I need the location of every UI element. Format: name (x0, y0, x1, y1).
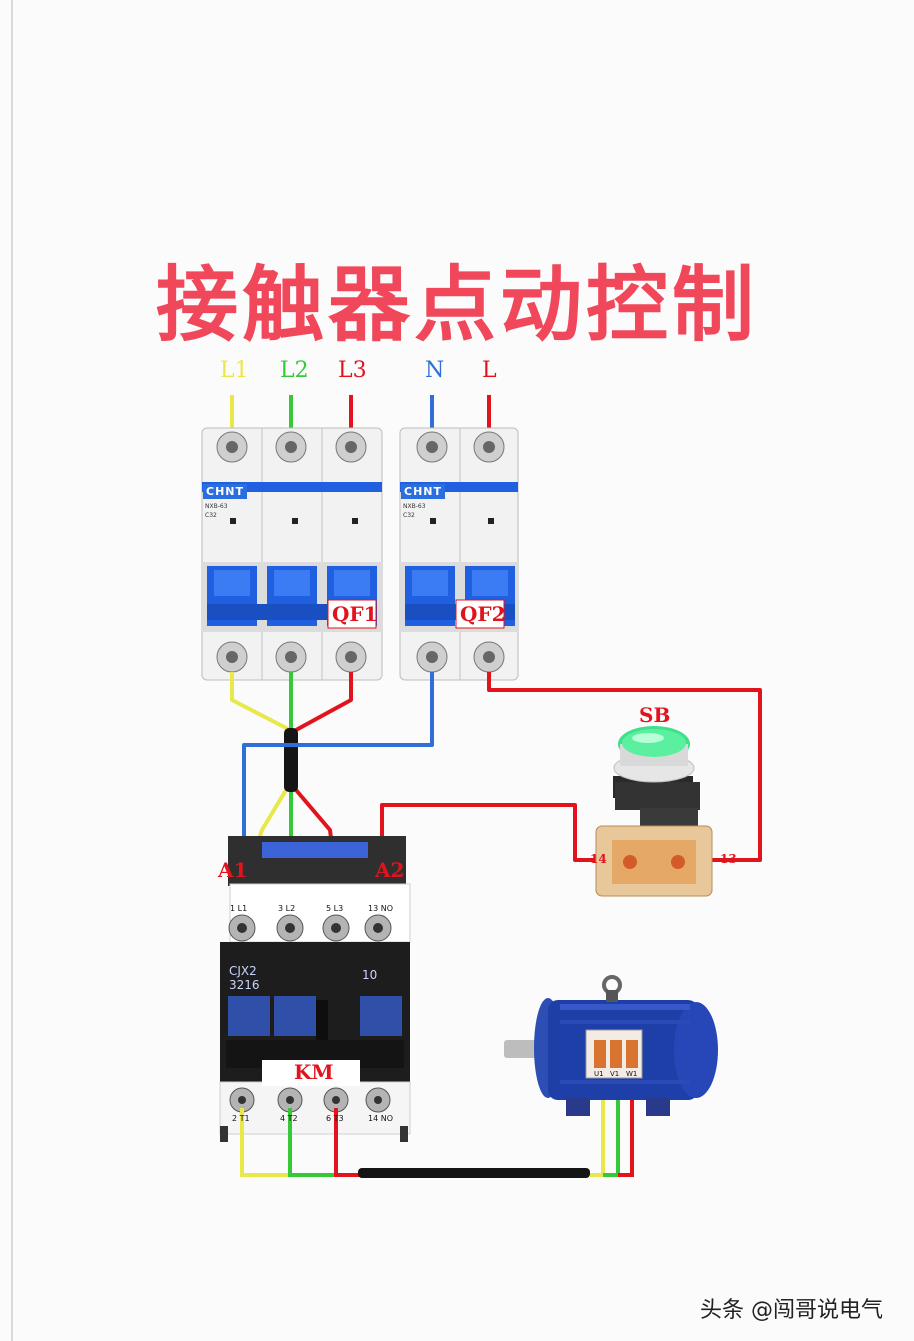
coil-terminal-a2: A2 (375, 858, 405, 882)
qf2-label: QF2 (460, 602, 506, 626)
terminal-label-l2: L2 (280, 358, 309, 383)
qf1-model: NXB-63 (205, 503, 228, 510)
power-wires (230, 672, 762, 900)
diagram-title: 接触器点动控制 (155, 258, 758, 353)
motor-terminal: U1 (594, 1070, 604, 1078)
contactor-model-line1: CJX2 (229, 964, 257, 978)
terminal-label-n: N (425, 358, 445, 383)
terminal-label-l3: L3 (338, 358, 367, 383)
contactor-model-line2: 3216 (229, 978, 260, 992)
terminal-label-l1: L1 (220, 358, 249, 383)
qf2-rating: C32 (403, 512, 415, 519)
button-label: SB (639, 703, 671, 727)
qf2-model: NXB-63 (403, 503, 426, 510)
contactor-top-terminal: 3 L2 (278, 904, 296, 913)
coil-terminal-a1: A1 (218, 858, 248, 882)
breaker-qf2 (399, 427, 519, 681)
contactor-top-terminal: 1 L1 (230, 904, 248, 913)
motor-terminal: V1 (610, 1070, 620, 1078)
contactor-bottom-terminal: 14 NO (368, 1114, 394, 1123)
button-terminal-14: 14 (590, 852, 607, 866)
terminal-label-l: L (482, 358, 497, 383)
qf1-brand: CHNT (203, 484, 247, 499)
qf1-label: QF1 (332, 602, 378, 626)
button-terminal-13: 13 (720, 852, 737, 866)
breaker-qf1 (201, 427, 383, 681)
contactor-top-terminal: 13 NO (368, 904, 394, 913)
contactor-top-terminal: 5 L3 (326, 904, 344, 913)
contactor-aux: 10 (362, 968, 378, 982)
motor-wires (240, 1075, 634, 1178)
qf1-rating: C32 (205, 512, 217, 519)
motor (504, 975, 718, 1116)
motor-terminal: W1 (626, 1070, 638, 1078)
supply-wires (230, 395, 491, 432)
qf2-brand: CHNT (401, 484, 445, 499)
contactor-label: KM (294, 1060, 334, 1084)
contactor-bottom-terminal: 2 T1 (232, 1114, 250, 1123)
contactor-km (219, 836, 411, 1142)
contactor-bottom-terminal: 6 T3 (326, 1114, 344, 1123)
push-button-sb (595, 726, 713, 897)
watermark: 头条 @闯哥说电气 (700, 1298, 883, 1323)
contactor-bottom-terminal: 4 T2 (280, 1114, 298, 1123)
